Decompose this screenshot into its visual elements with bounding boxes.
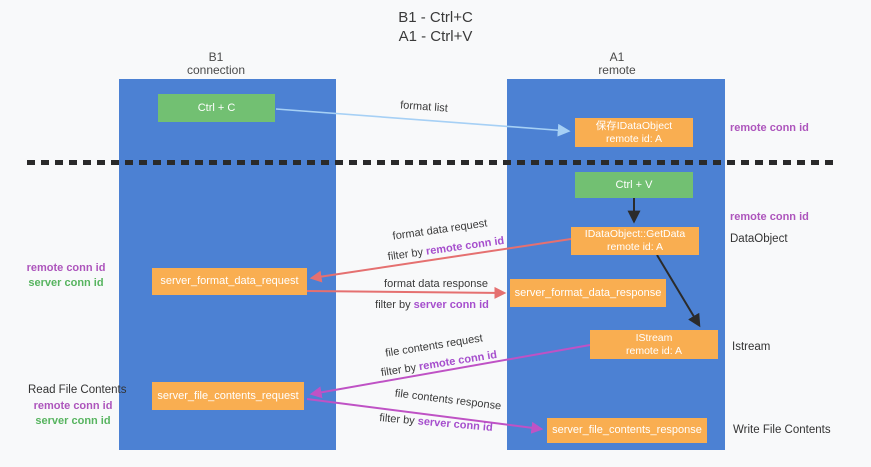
left-read-file-contents-label: Read File Contents xyxy=(28,384,127,396)
left-server-conn-id-bottom: server conn id xyxy=(35,415,111,427)
left-conn-id-group-top: remote conn id server conn id xyxy=(24,261,108,291)
ctrl-c-node: Ctrl + C xyxy=(158,94,275,122)
filter-by-text: filter by xyxy=(375,299,411,311)
left-remote-conn-id-bottom: remote conn id xyxy=(33,400,113,412)
istream-line1: IStream xyxy=(635,331,673,344)
file-contents-response-label: file contents response xyxy=(394,387,502,413)
istream-line2: remote id: A xyxy=(625,344,683,357)
left-conn-id-group-bottom: remote conn id server conn id xyxy=(28,399,118,429)
server-conn-id-text: server conn id xyxy=(413,299,489,311)
format-data-response-label: format data response xyxy=(384,278,488,290)
save-idataobject-line2: remote id: A xyxy=(605,132,663,145)
server-file-contents-request-node: server_file_contents_request xyxy=(152,382,304,410)
filter-by-text: filter by xyxy=(387,246,424,264)
filter-by-server-conn-id-label-1: filter by server conn id xyxy=(375,299,489,311)
right-istream-label: Istream xyxy=(732,341,771,353)
right-column-role: remote xyxy=(598,63,636,77)
clipboard-phase-separator xyxy=(27,160,839,165)
filter-by-text: filter by xyxy=(378,412,416,428)
left-server-conn-id-top: server conn id xyxy=(28,277,104,289)
getdata-line1: IDataObject::GetData xyxy=(584,228,686,240)
right-remote-conn-id-mid: remote conn id xyxy=(730,211,809,223)
right-remote-conn-id-top: remote conn id xyxy=(730,122,809,134)
server-file-contents-request-label: server_file_contents_request xyxy=(157,389,299,402)
ctrl-v-node: Ctrl + V xyxy=(575,172,693,198)
diagram-title-line2: A1 - Ctrl+V xyxy=(398,28,473,45)
right-dataobject-label: DataObject xyxy=(730,233,788,245)
istream-node: IStream remote id: A xyxy=(590,330,718,359)
left-remote-conn-id-top: remote conn id xyxy=(26,262,106,274)
right-column-header: A1 remote xyxy=(567,51,667,77)
getdata-line2: remote id: A xyxy=(606,241,664,253)
getdata-node: IDataObject::GetData remote id: A xyxy=(571,227,699,255)
server-format-data-response-node: server_format_data_response xyxy=(510,279,666,307)
left-column-role: connection xyxy=(186,63,246,77)
format-data-response-arrow xyxy=(306,286,507,299)
server-format-data-response-label: server_format_data_response xyxy=(514,286,662,299)
ctrl-c-label: Ctrl + C xyxy=(197,101,236,114)
filter-by-text: filter by xyxy=(380,361,418,380)
filter-by-server-conn-id-label-2: filter by server conn id xyxy=(379,412,493,434)
left-column-name: B1 xyxy=(208,50,224,64)
server-file-contents-response-node: server_file_contents_response xyxy=(547,418,707,443)
ctrl-v-label: Ctrl + V xyxy=(615,178,653,191)
diagram-title-line1: B1 - Ctrl+C xyxy=(398,9,473,26)
right-write-file-contents-label: Write File Contents xyxy=(733,424,831,436)
remote-conn-id-text: remote conn id xyxy=(425,234,505,258)
save-idataobject-line1: 保存IDataObject xyxy=(595,119,673,132)
server-format-data-request-label: server_format_data_request xyxy=(160,275,299,287)
server-format-data-request-node: server_format_data_request xyxy=(152,268,307,295)
left-column-header: B1 connection xyxy=(166,51,266,77)
server-conn-id-text: server conn id xyxy=(417,415,494,434)
server-file-contents-response-label: server_file_contents_response xyxy=(552,424,702,436)
right-column-name: A1 xyxy=(609,50,625,64)
format-list-label: format list xyxy=(399,99,449,115)
save-idataobject-node: 保存IDataObject remote id: A xyxy=(575,118,693,147)
